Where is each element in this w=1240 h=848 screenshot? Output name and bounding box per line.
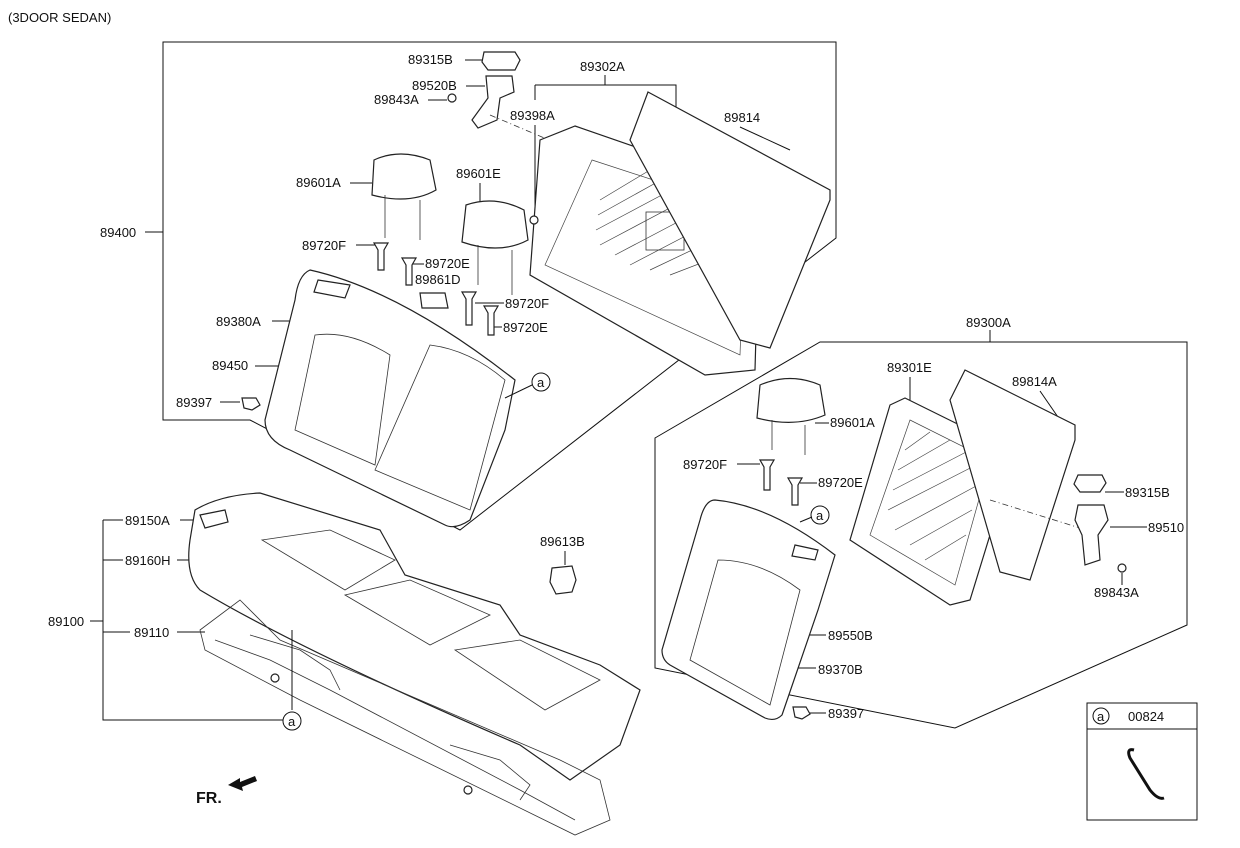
cushion-tag-89150A (199, 509, 229, 529)
leader-marker-a-right (799, 516, 813, 523)
guides-upper (372, 242, 500, 336)
label-89601E: 89601E (456, 166, 501, 181)
cushion-panel-3 (453, 639, 601, 711)
back-board-89814A (949, 369, 1076, 581)
label-89720E-3: 89720E (818, 475, 863, 490)
clip-00824 (1127, 748, 1165, 800)
label-89843A-top: 89843A (374, 92, 419, 107)
label-89861D: 89861D (415, 272, 461, 287)
bolt-89843A-right (1117, 563, 1127, 573)
guide-89720E-3 (786, 477, 804, 506)
label-89300A: 89300A (966, 315, 1011, 330)
front-direction-label: FR. (196, 790, 222, 807)
legend-marker-a-text: a (1097, 709, 1105, 724)
label-89380A: 89380A (216, 314, 261, 329)
seatback-panel-89370B (689, 559, 801, 706)
seat-frame-bolt-1 (270, 673, 280, 683)
label-89315B-top: 89315B (408, 52, 453, 67)
seatback-panel-left (294, 333, 391, 466)
label-89302A: 89302A (580, 59, 625, 74)
bolt-89843A-top (447, 93, 457, 103)
cushion-panel-1 (260, 529, 396, 591)
label-00824: 00824 (1128, 709, 1164, 724)
label-89814: 89814 (724, 110, 760, 125)
label-89100: 89100 (48, 614, 84, 629)
label-89160H: 89160H (125, 553, 171, 568)
leader-marker-a-upper (504, 384, 533, 399)
label-89397-top: 89397 (176, 395, 212, 410)
label-89720F-3: 89720F (683, 457, 727, 472)
clip-89397-right (792, 706, 811, 720)
front-arrow-icon (228, 776, 257, 791)
trim-89613B (549, 565, 577, 595)
label-89397-right: 89397 (828, 706, 864, 721)
armrest-cover-89315B-right (1073, 474, 1107, 493)
label-89601A-top: 89601A (296, 175, 341, 190)
label-89520B: 89520B (412, 78, 457, 93)
label-89550B: 89550B (828, 628, 873, 643)
assembly-line-right (989, 499, 1081, 529)
armrest-cover-89315B-top (481, 51, 521, 71)
label-89315B-right: 89315B (1125, 485, 1170, 500)
label-89613B: 89613B (540, 534, 585, 549)
seat-frame-89110 (199, 599, 611, 836)
leader-89814 (739, 126, 791, 151)
label-89370B: 89370B (818, 662, 863, 677)
seatback-cover-89370B (661, 499, 836, 721)
headrest-89601E (461, 200, 529, 249)
clip-89397-top (241, 397, 261, 411)
seatback-cover-89380A (264, 269, 516, 528)
frame-hatching-89301E (887, 431, 983, 561)
marker-a-lower-text: a (288, 714, 296, 729)
label-89510: 89510 (1148, 520, 1184, 535)
label-89720E-2: 89720E (503, 320, 548, 335)
seatback-tag-right (791, 544, 819, 561)
marker-a-right-text: a (816, 508, 824, 523)
legend-marker-a (1092, 707, 1110, 725)
label-89720F-1: 89720F (302, 238, 346, 253)
marker-a-upper (531, 372, 551, 392)
label-89398A: 89398A (510, 108, 555, 123)
label-89720F-2: 89720F (505, 296, 549, 311)
seat-cushion-89160H (188, 492, 641, 781)
group-frame-89400 (162, 41, 837, 531)
seatback-tag (313, 279, 351, 299)
back-board-89814 (629, 91, 831, 349)
seat-frame-bolt-2 (463, 785, 473, 795)
marker-a-upper-text: a (537, 375, 545, 390)
bracket-89100 (90, 519, 283, 721)
marker-a-right (810, 505, 830, 525)
headrest-89601A-right (756, 377, 826, 423)
legend-box-00824 (1086, 702, 1198, 821)
hinge-bracket-89510 (1074, 504, 1109, 566)
marker-a-lower (282, 711, 302, 731)
trim-89861D (419, 292, 449, 309)
nut-89398A (529, 215, 539, 225)
seatback-panel-right (374, 344, 506, 511)
label-89843A-right: 89843A (1094, 585, 1139, 600)
label-89110: 89110 (134, 625, 169, 640)
label-89601A-right: 89601A (830, 415, 875, 430)
label-89450: 89450 (212, 358, 248, 373)
label-89814A: 89814A (1012, 374, 1057, 389)
cushion-panel-2 (343, 579, 491, 646)
hinge-bracket-89520B (471, 75, 515, 129)
label-89301E: 89301E (887, 360, 932, 375)
group-frame-89300A (654, 341, 1188, 729)
label-89150A: 89150A (125, 513, 170, 528)
headrest-89601A-top (371, 153, 437, 200)
label-89400: 89400 (100, 225, 136, 240)
guide-89720F-3 (758, 459, 776, 491)
label-89720E-1: 89720E (425, 256, 470, 271)
variant-title: (3DOOR SEDAN) (8, 10, 111, 25)
